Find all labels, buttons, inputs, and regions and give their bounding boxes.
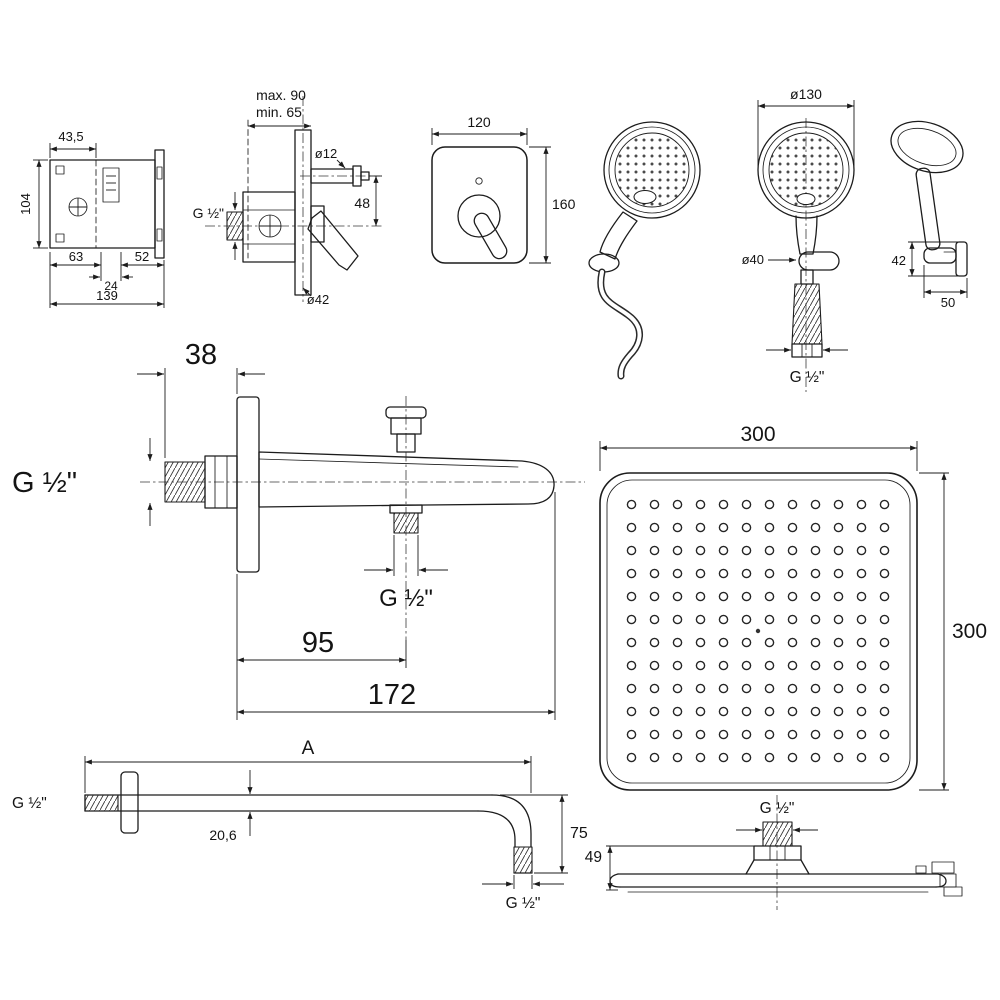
thread-label-arm-tip: G ½": [506, 895, 541, 912]
dim-label-min-65: min. 65: [256, 104, 302, 120]
dim-label-A: A: [302, 738, 315, 759]
center-nozzle: [755, 628, 761, 634]
hose-cone: [791, 283, 823, 345]
dim-label-75: 75: [570, 825, 588, 842]
dim-label-o130: ø130: [790, 86, 822, 102]
dim-label-24: 24: [104, 279, 118, 293]
lever-handle: [473, 212, 508, 260]
arm-wall-thread: [84, 794, 119, 812]
head-bracket-detail: [915, 865, 927, 874]
dim-label-104: 104: [18, 193, 33, 215]
dim-label-172: 172: [368, 679, 416, 711]
fig-rain-head-top: 300 300: [599, 423, 987, 791]
fig-hand-shower-front: ø130 ø40 G ½": [742, 86, 855, 392]
arm-tip-thread: [513, 846, 533, 874]
rain-head-plate: [599, 472, 918, 791]
fig-rain-head-side: G ½" 49: [585, 795, 963, 910]
dim-label-52: 52: [135, 249, 149, 264]
dim-label-48: 48: [354, 195, 370, 211]
hand-shower-head: [603, 121, 701, 219]
fig-hand-shower-perspective: [588, 121, 701, 380]
arm-elbow: [491, 794, 532, 848]
fig-bath-spout: G ½" 38 G ½" 95 172: [12, 339, 585, 720]
diverter-button: [475, 177, 483, 185]
dim-label-20-6: 20,6: [209, 827, 236, 843]
spout-inlet-thread: [164, 461, 206, 503]
thread-label-inlet: G ½": [193, 205, 224, 221]
dim-label-160: 160: [552, 196, 576, 212]
head-inlet-nut: [753, 845, 802, 861]
spout-wall-flange: [236, 396, 260, 573]
dim-label-49: 49: [585, 849, 602, 866]
thread-label-arm-wall: G ½": [12, 795, 47, 812]
fig-valve-section: max. 90 min. 65 ø12 48 G ½" ø42: [193, 87, 384, 307]
hand-shower-handle-front: [795, 215, 818, 255]
valve-box-plate: [154, 149, 165, 259]
fig-hand-shower-side: 42 50: [890, 120, 968, 310]
dim-label-300-width: 300: [740, 423, 775, 446]
dim-label-139: 139: [96, 288, 118, 303]
dim-label-o42: ø42: [307, 292, 329, 307]
hand-shower-head-front: [757, 121, 855, 219]
dim-label-95: 95: [302, 627, 334, 659]
hand-shower-head-side: [890, 120, 964, 174]
hand-shower-handle: [599, 211, 638, 260]
dim-label-63: 63: [69, 249, 83, 264]
holder-side: [923, 247, 957, 264]
dim-label-43-5: 43,5: [58, 129, 83, 144]
thread-label-spout-inlet: G ½": [12, 467, 77, 499]
arm-flange: [120, 771, 139, 834]
shower-hose: [597, 268, 643, 380]
thread-label-head-inlet: G ½": [760, 800, 795, 817]
spout-body: [258, 451, 555, 508]
spray-face: [614, 132, 690, 208]
valve-lever: [307, 210, 359, 271]
hose-nut: [791, 343, 823, 358]
dim-label-300-height: 300: [952, 620, 987, 643]
dim-label-120: 120: [467, 114, 491, 130]
dim-label-42: 42: [892, 253, 906, 268]
spray-face-front: [768, 132, 844, 208]
dim-label-50: 50: [941, 295, 955, 310]
valve-box-body: [49, 159, 156, 249]
holder-wall-plate: [955, 241, 968, 277]
fig-shower-arm: A G ½" 20,6 75 G ½": [12, 738, 588, 912]
dim-label-o12: ø12: [315, 146, 337, 161]
spout-outlet-thread: [393, 512, 419, 534]
thread-label-hose: G ½": [790, 369, 825, 386]
thread-label-spout-outlet: G ½": [379, 585, 433, 612]
hand-shower-handle-side: [915, 167, 941, 251]
dim-label-max-90: max. 90: [256, 87, 306, 103]
trim-plate: [431, 146, 528, 264]
lever-base: [457, 194, 501, 238]
holder-bracket: [798, 251, 840, 271]
fig-trim-plate-front: 120 160: [431, 114, 576, 264]
spray-selector: [633, 190, 657, 204]
fig-valve-box-side: 43,5 104 63 52 24 139: [18, 129, 165, 308]
head-inlet-thread: [762, 821, 793, 847]
valve-inlet-thread: [226, 211, 244, 241]
dim-label-o40: ø40: [742, 252, 764, 267]
valve-body-section: [242, 191, 296, 263]
dim-label-38: 38: [185, 339, 217, 371]
